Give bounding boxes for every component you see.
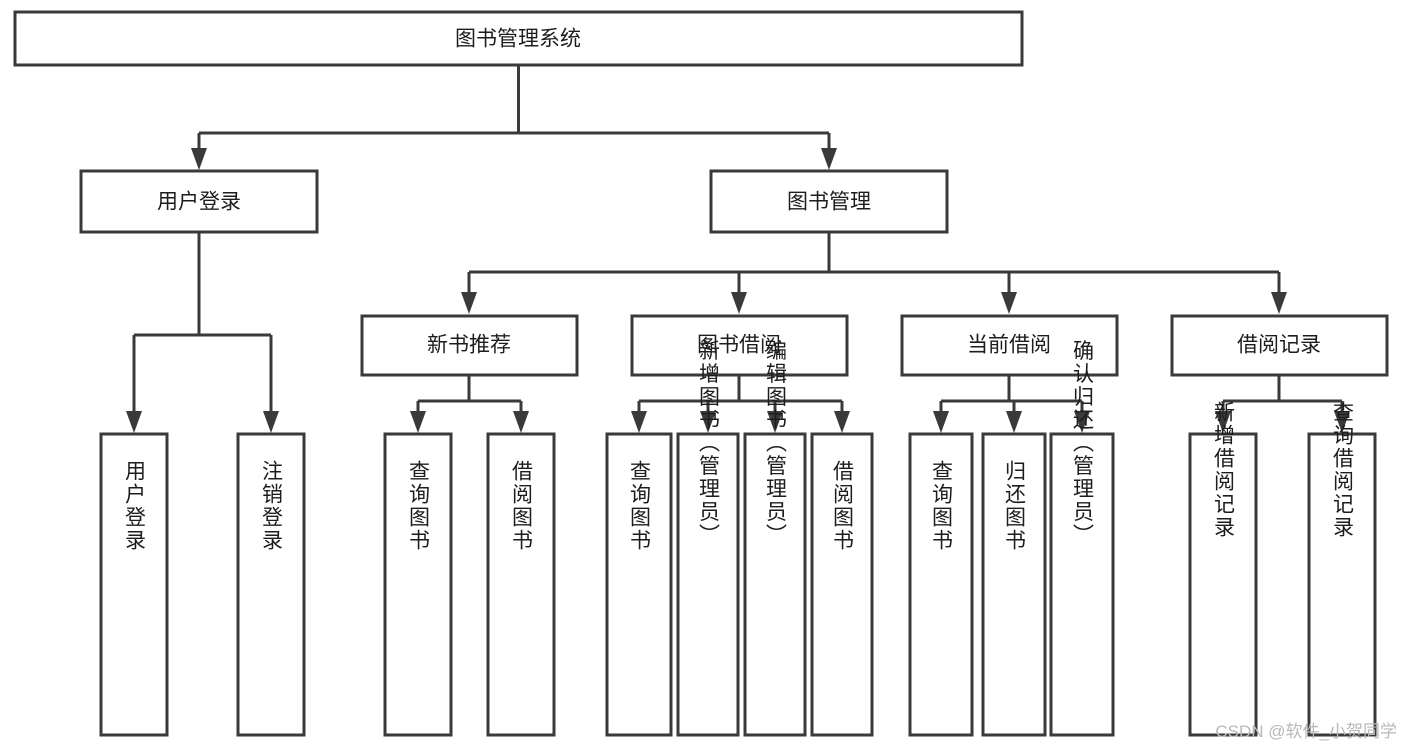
- arrow-head-login: [191, 148, 207, 170]
- node-root-label: 图书管理系统: [455, 28, 581, 51]
- arrow-head-borrow-edit: [767, 411, 783, 433]
- arrow-head-user-login: [126, 411, 142, 433]
- leaf-borrow-lend-book[interactable]: 借阅图书: [810, 432, 874, 737]
- arrow-head-cur-confirm: [1074, 411, 1090, 433]
- leaf-current-return-book[interactable]: 归还图书: [981, 432, 1047, 737]
- leaf-borrow-edit-book-label: 编辑图书（管理员）: [764, 340, 788, 547]
- node-current-borrow-label: 当前借阅: [967, 334, 1051, 357]
- arrow-head-newbook: [461, 292, 477, 314]
- leaf-user-logout[interactable]: 注销登录: [236, 432, 306, 737]
- node-new-book-recommend-box[interactable]: [360, 314, 579, 377]
- leaf-record-add[interactable]: 新增借阅记录: [1188, 401, 1258, 737]
- arrow-head-bookmgmt: [821, 148, 837, 170]
- arrow-head-rec-query: [1334, 411, 1350, 433]
- leaf-new-query-book-label: 查询图书: [407, 460, 431, 552]
- node-new-book-recommend[interactable]: 新书推荐: [360, 314, 579, 377]
- node-book-management-label: 图书管理: [787, 191, 871, 214]
- arrow-head-borrow: [731, 292, 747, 314]
- leaf-current-confirm-return[interactable]: 确认归还（管理员）: [1049, 340, 1115, 737]
- arrow-head-borrow-lend: [834, 411, 850, 433]
- leaf-user-login-label: 用户登录: [123, 460, 147, 552]
- node-root-box[interactable]: [13, 10, 1024, 67]
- leaf-current-query-book-label: 查询图书: [930, 460, 954, 552]
- leaf-current-return-book-box[interactable]: [981, 432, 1047, 737]
- leaf-borrow-add-book[interactable]: 新增图书（管理员）: [676, 340, 740, 737]
- leaf-record-query-label: 查询借阅记录: [1331, 401, 1355, 539]
- leaf-borrow-query-book[interactable]: 查询图书: [605, 432, 673, 737]
- node-user-login[interactable]: 用户登录: [79, 169, 319, 234]
- arrow-head-current: [1001, 292, 1017, 314]
- connector-layer: [126, 65, 1350, 433]
- leaf-user-logout-box[interactable]: [236, 432, 306, 737]
- node-current-borrow[interactable]: 当前借阅: [900, 314, 1119, 377]
- node-book-borrow-label: 图书借阅: [697, 334, 781, 357]
- leaf-borrow-add-book-label: 新增图书（管理员）: [697, 340, 721, 547]
- leaf-record-add-box[interactable]: [1188, 432, 1258, 737]
- arrow-head-new-borrow: [513, 411, 529, 433]
- node-book-borrow-box[interactable]: [630, 314, 849, 377]
- leaf-current-query-book-box[interactable]: [908, 432, 974, 737]
- arrow-head-borrow-query: [631, 411, 647, 433]
- leaf-current-query-book[interactable]: 查询图书: [908, 432, 974, 737]
- arrow-head-borrow-add: [700, 411, 716, 433]
- arrow-head-user-logout: [263, 411, 279, 433]
- node-root[interactable]: 图书管理系统: [13, 10, 1024, 67]
- leaf-user-login[interactable]: 用户登录: [99, 432, 169, 737]
- leaf-user-logout-label: 注销登录: [260, 460, 284, 552]
- node-user-login-box[interactable]: [79, 169, 319, 234]
- leaf-record-query[interactable]: 查询借阅记录: [1307, 401, 1377, 737]
- node-borrow-records[interactable]: 借阅记录: [1170, 314, 1389, 377]
- leaf-borrow-lend-book-label: 借阅图书: [831, 460, 855, 552]
- leaf-new-query-book-box[interactable]: [383, 432, 453, 737]
- node-borrow-records-label: 借阅记录: [1237, 334, 1321, 357]
- leaf-user-login-box[interactable]: [99, 432, 169, 737]
- leaf-new-borrow-book-label: 借阅图书: [510, 460, 534, 552]
- leaf-borrow-edit-book-box[interactable]: [743, 432, 807, 737]
- arrow-head-rec-add: [1215, 411, 1231, 433]
- leaf-new-borrow-book[interactable]: 借阅图书: [486, 432, 556, 737]
- arrow-head-records: [1271, 292, 1287, 314]
- leaf-borrow-lend-book-box[interactable]: [810, 432, 874, 737]
- leaf-current-confirm-return-box[interactable]: [1049, 432, 1115, 737]
- leaf-borrow-query-book-box[interactable]: [605, 432, 673, 737]
- node-borrow-records-box[interactable]: [1170, 314, 1389, 377]
- arrow-head-new-query: [410, 411, 426, 433]
- leaf-borrow-add-book-box[interactable]: [676, 432, 740, 737]
- arrow-head-cur-query: [933, 411, 949, 433]
- leaf-current-return-book-label: 归还图书: [1003, 460, 1027, 552]
- csdn-watermark: CSDN @软件_小贺同学: [1215, 722, 1397, 741]
- leaf-new-borrow-book-box[interactable]: [486, 432, 556, 737]
- leaf-current-confirm-return-label: 确认归还（管理员）: [1071, 340, 1095, 547]
- leaf-record-add-label: 新增借阅记录: [1212, 401, 1236, 539]
- node-current-borrow-box[interactable]: [900, 314, 1119, 377]
- node-user-login-label: 用户登录: [157, 191, 241, 214]
- leaf-borrow-edit-book[interactable]: 编辑图书（管理员）: [743, 340, 807, 737]
- leaf-record-query-box[interactable]: [1307, 432, 1377, 737]
- leaf-new-query-book[interactable]: 查询图书: [383, 432, 453, 737]
- node-book-management-box[interactable]: [709, 169, 949, 234]
- node-new-book-recommend-label: 新书推荐: [427, 334, 511, 357]
- node-book-management[interactable]: 图书管理: [709, 169, 949, 234]
- arrow-head-cur-return: [1006, 411, 1022, 433]
- leaf-borrow-query-book-label: 查询图书: [628, 460, 652, 552]
- node-book-borrow[interactable]: 图书借阅: [630, 314, 849, 377]
